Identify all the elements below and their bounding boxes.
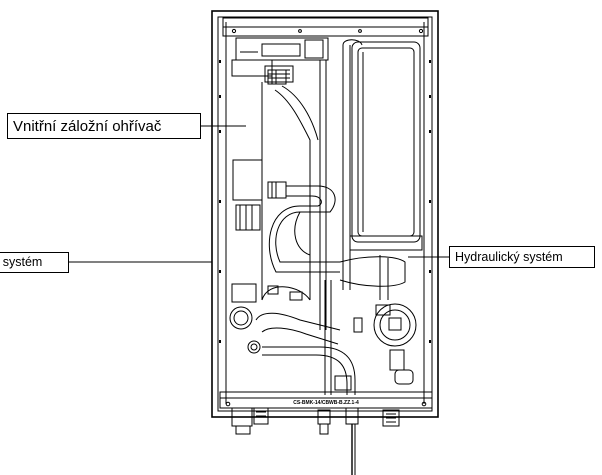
model-code: CS-BMK-14/CBWB-B.ZZ.1-4 — [293, 400, 359, 406]
plate-heat-exchanger — [349, 41, 423, 251]
bottom-rail — [219, 391, 433, 409]
label-partial-system: ý systém — [0, 252, 69, 273]
circulation-pump — [373, 303, 417, 385]
u-bend-pipes — [268, 185, 406, 300]
leader-lines — [69, 125, 449, 263]
side-holes — [219, 60, 431, 343]
vertical-pipes — [319, 39, 363, 330]
lower-pipework — [229, 280, 363, 395]
label-backup-heater: Vnitřní záložní ohřívač — [7, 113, 201, 139]
pipe-fittings — [267, 69, 287, 199]
unit-casing — [211, 10, 439, 418]
label-hydraulic-system: Hydraulický systém — [449, 246, 595, 268]
control-box — [231, 37, 329, 83]
backup-heater-tank — [232, 82, 319, 301]
bottom-connections — [231, 407, 400, 475]
